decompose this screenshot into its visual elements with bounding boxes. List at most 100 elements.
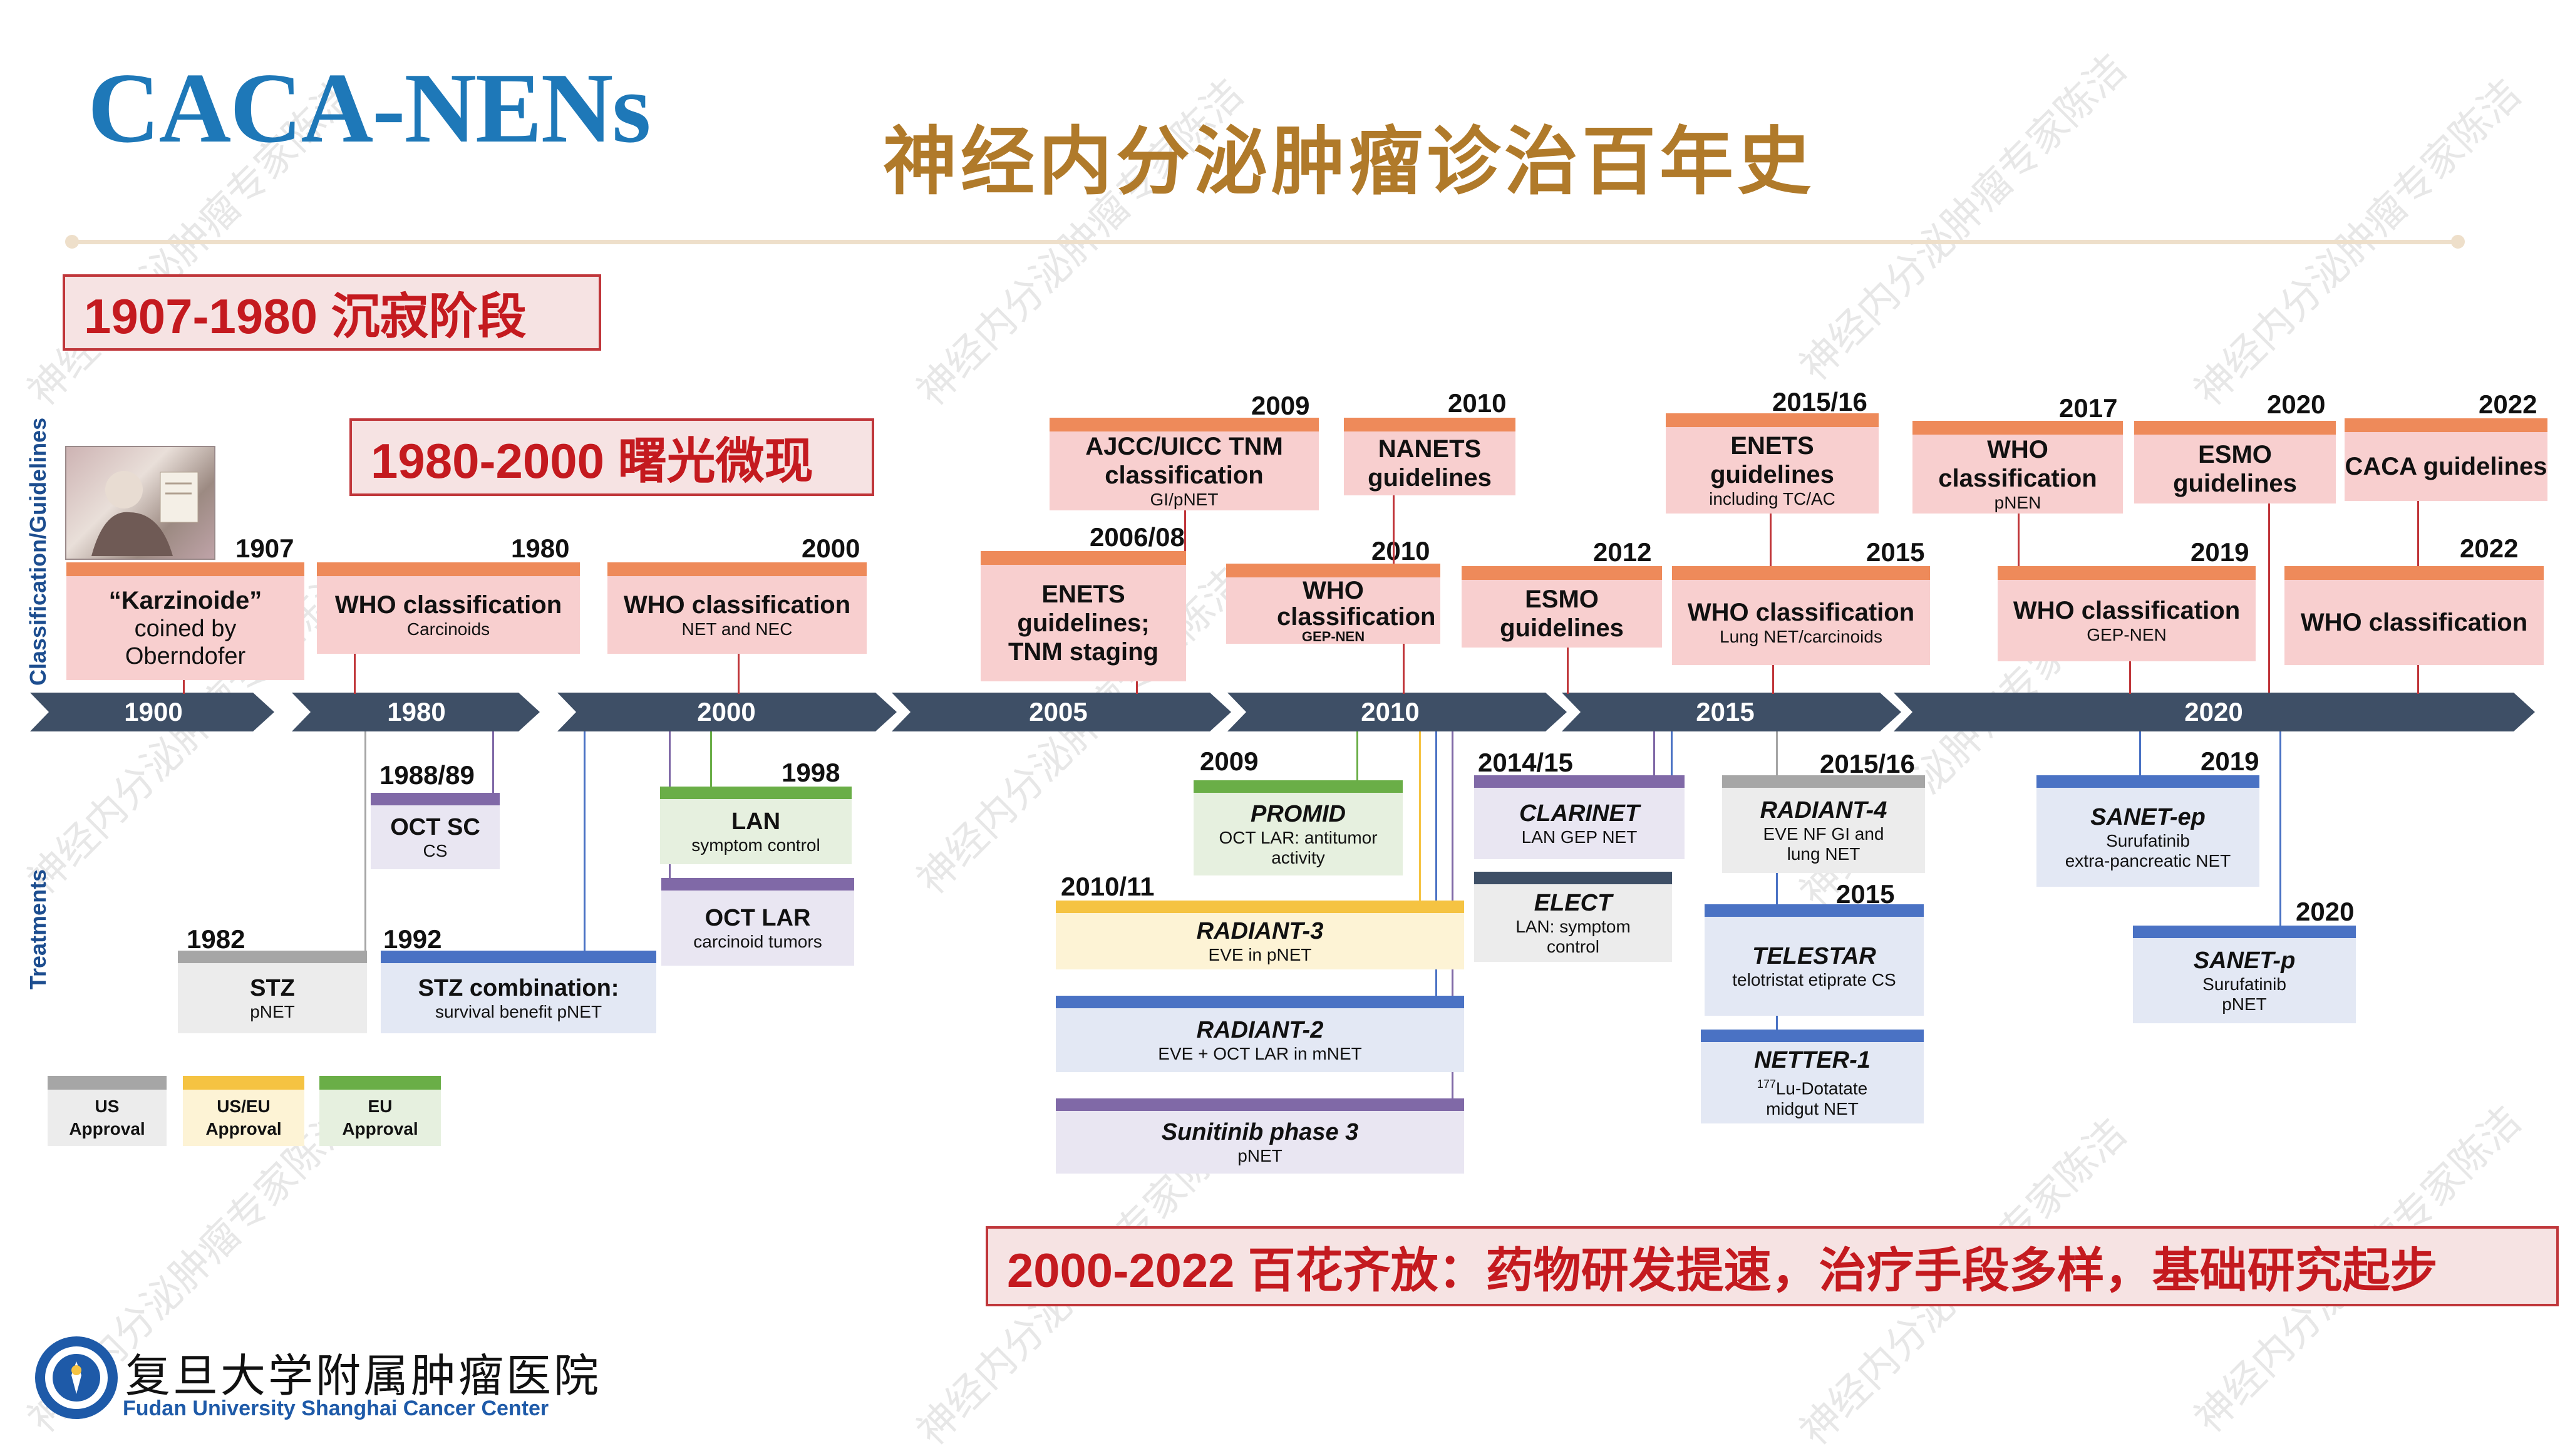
year-label: 2017 — [2059, 393, 2118, 423]
guideline-card-ajcc: AJCC/UICC TNM classification GI/pNET — [1050, 418, 1319, 510]
year-label: 2010/11 — [1061, 872, 1155, 901]
guideline-card-esmo-2012: ESMO guidelines — [1462, 566, 1662, 648]
card-title: WHO classification — [2300, 609, 2528, 636]
guideline-card-who-2000: WHO classification NET and NEC — [607, 562, 867, 654]
timeline-segment — [557, 693, 897, 731]
connector-line — [2268, 503, 2270, 693]
card-subtitle: GEP-NEN — [2087, 625, 2167, 644]
portrait-photo — [65, 446, 215, 560]
year-label: 2019 — [2191, 537, 2249, 567]
timeline-tick: 2005 — [1029, 697, 1088, 726]
timeline-segment — [1562, 693, 1901, 731]
connector-line — [1776, 731, 1778, 775]
card-title: WHO classification — [2013, 597, 2241, 624]
card-subtitle: including TC/AC — [1709, 489, 1835, 509]
treatment-card-telestar: TELESTAR telotristat etiprate CS — [1705, 904, 1924, 1016]
year-label: 1982 — [187, 924, 245, 954]
year-label: 2019 — [2201, 746, 2259, 776]
card-subtitle: OCT LAR: antitumor activity — [1219, 828, 1378, 867]
isotope-label: Lu-Dotatate — [1775, 1078, 1868, 1098]
card-title: AJCC/UICC TNM classification — [1085, 433, 1283, 489]
year-label: 1992 — [383, 924, 442, 954]
card-title: ESMO guidelines — [1500, 586, 1624, 642]
connector-line — [2417, 501, 2419, 566]
seal-graphic — [35, 1336, 118, 1419]
side-label-treatments: Treatments — [25, 869, 51, 989]
guideline-card-who-2010: WHO classification GEP-NEN — [1226, 564, 1440, 644]
connector-line — [2279, 731, 2281, 933]
card-title: PROMID — [1251, 801, 1346, 827]
card-subtitle: Carcinoids — [406, 619, 490, 639]
connector-line — [492, 731, 494, 797]
connector-line — [2139, 731, 2141, 777]
card-subtitle: Surufatinib — [2106, 831, 2190, 850]
treatment-card-stz: STZ pNET — [178, 951, 367, 1033]
card-subtitle: carcinoid tumors — [693, 932, 822, 951]
connector-line — [2129, 661, 2131, 694]
treatment-card-lan: LAN symptom control — [660, 787, 852, 864]
guideline-card-who-2015: WHO classification Lung NET/carcinoids — [1672, 566, 1930, 665]
treatment-card-radiant-3: RADIANT-3 EVE in pNET — [1056, 901, 1464, 969]
year-label: 1907 — [235, 534, 294, 563]
year-label: 2009 — [1251, 391, 1310, 420]
card-title: ESMO guidelines — [2173, 441, 2297, 497]
connector-line — [2417, 665, 2419, 694]
treatment-card-sanet-ep: SANET-ep Surufatinib extra-pancreatic NE… — [2036, 775, 2259, 887]
hospital-name-cn: 复旦大学附属肿瘤医院 — [125, 1350, 602, 1402]
treatment-card-oct-sc: OCT SC CS — [371, 793, 500, 869]
card-subtitle-2: extra-pancreatic NET — [2065, 851, 2231, 870]
era-label-2000-2022: 2000-2022 百花齐放：药物研发提速，治疗手段多样，基础研究起步 — [986, 1226, 2559, 1306]
year-label: 2006/08 — [1090, 522, 1185, 552]
card-subtitle: EVE NF GI and lung NET — [1763, 824, 1884, 864]
guideline-card-karzinoide: “Karzinoide” coined by Oberndofer — [66, 562, 304, 680]
connector-line — [2018, 514, 2020, 566]
year-label: 2009 — [1200, 746, 1259, 776]
guideline-card-who-2022: WHO classification — [2284, 566, 2544, 665]
connector-line — [1671, 731, 1673, 777]
card-subtitle: EVE in pNET — [1208, 945, 1312, 964]
card-subtitle: GEP-NEN — [1301, 629, 1365, 644]
card-title: STZ — [250, 975, 295, 1001]
year-label: 1998 — [782, 758, 840, 787]
treatment-card-promid: PROMID OCT LAR: antitumor activity — [1194, 780, 1403, 875]
guideline-card-nanets: NANETS guidelines — [1344, 418, 1515, 495]
connector-line — [584, 731, 586, 952]
card-subtitle: survival benefit pNET — [435, 1002, 602, 1021]
guideline-card-enets-2006: ENETS guidelines; TNM staging — [981, 551, 1186, 681]
connector-line — [1184, 510, 1186, 551]
connector-line — [1356, 731, 1358, 783]
timeline-tick: 2020 — [2184, 697, 2243, 726]
timeline-tick: 2000 — [697, 697, 756, 726]
connector-line — [1770, 514, 1772, 566]
year-label: 2012 — [1593, 537, 1652, 567]
timeline-segment — [1227, 693, 1567, 731]
card-subtitle: NET and NEC — [681, 619, 793, 639]
timeline-segment — [1894, 693, 2535, 731]
card-subtitle: LAN GEP NET — [1521, 827, 1638, 847]
treatment-card-elect: ELECT LAN: symptom control — [1474, 872, 1672, 962]
connector-line — [1567, 648, 1569, 694]
card-subtitle: CS — [423, 841, 448, 860]
card-title: WHO classification — [1277, 577, 1436, 631]
card-subtitle-2: pNET — [2222, 994, 2267, 1014]
card-subtitle: Lung NET/carcinoids — [1720, 627, 1882, 646]
card-title: RADIANT-4 — [1760, 797, 1887, 824]
year-label: 1980 — [511, 534, 570, 563]
timeline-tick: 2015 — [1696, 697, 1755, 726]
connector-line — [364, 731, 366, 952]
title-divider — [65, 235, 2465, 249]
timeline-segment — [892, 693, 1231, 731]
hospital-name-en: Fudan University Shanghai Cancer Center — [123, 1397, 549, 1420]
card-title: OCT LAR — [704, 905, 811, 931]
card-title: SANET-p — [2193, 947, 2296, 974]
card-title: RADIANT-2 — [1196, 1017, 1324, 1043]
card-subtitle: pNEN — [1994, 493, 2041, 512]
year-label: 2015 — [1866, 537, 1925, 567]
card-subtitle: telotristat etiprate CS — [1732, 970, 1896, 989]
treatment-card-sanet-p: SANET-p Surufatinib pNET — [2133, 926, 2356, 1023]
card-title: CLARINET — [1519, 800, 1640, 827]
card-subtitle: EVE + OCT LAR in mNET — [1158, 1044, 1362, 1063]
card-title: NANETS guidelines — [1368, 435, 1492, 492]
year-label: 2022 — [2479, 390, 2537, 419]
year-label: 2022 — [2460, 534, 2519, 563]
